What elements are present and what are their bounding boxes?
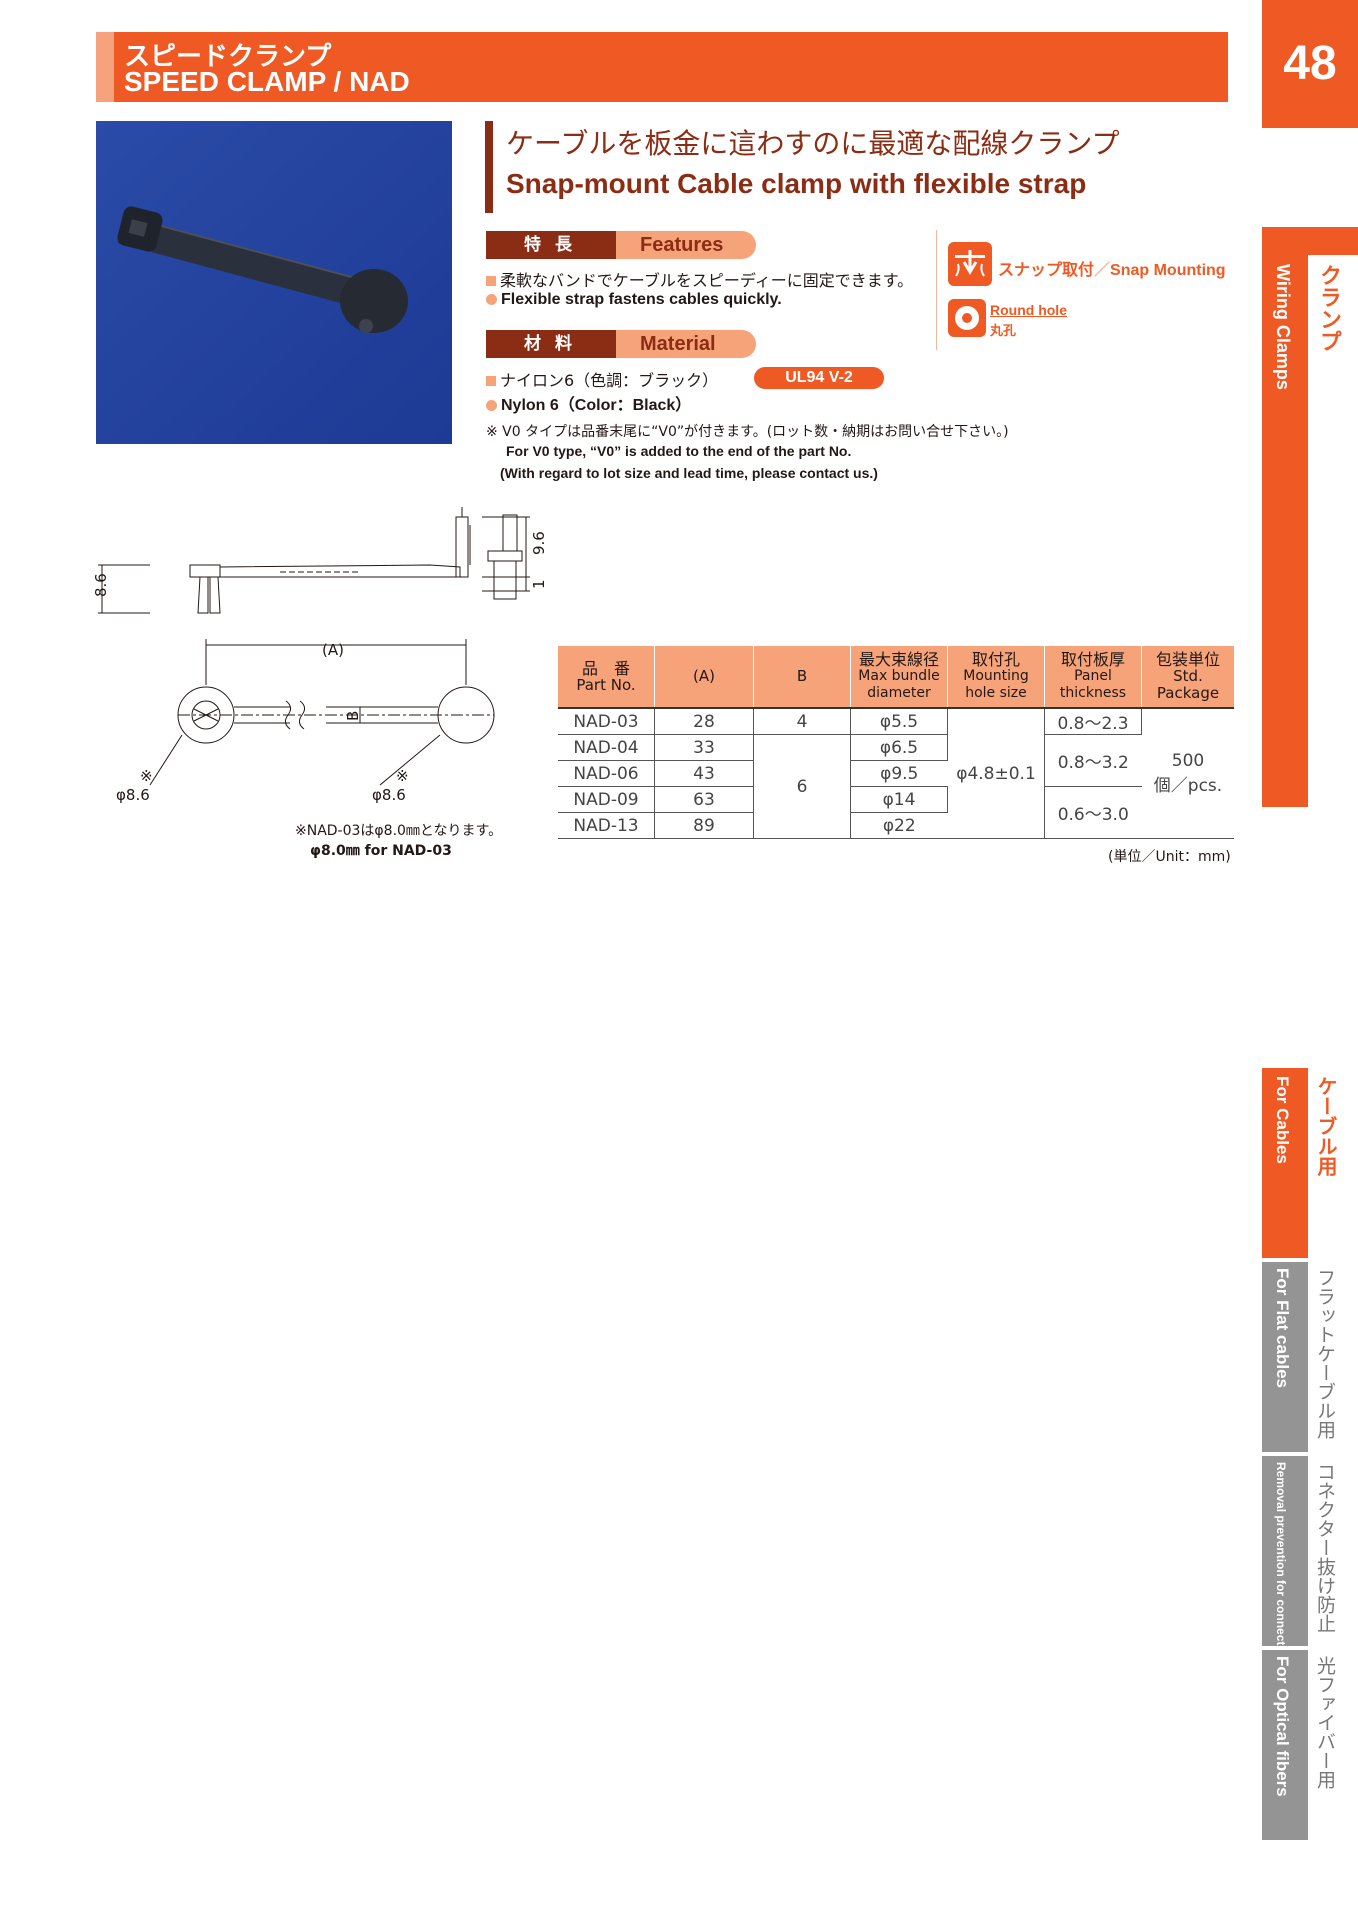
material-label-jp: 材料 [486, 330, 616, 358]
dim-a: (A) [322, 641, 344, 659]
features-label-jp: 特長 [486, 231, 616, 259]
sidebar-flat-en: For Flat cables [1273, 1268, 1292, 1388]
icon-divider [936, 230, 937, 350]
header-band [96, 32, 1228, 102]
sidebar-flat-jp: フラットケーブル用 [1314, 1268, 1336, 1439]
v0-note-en-contact: (With regard to lot size and lead time, … [500, 465, 878, 481]
product-photo [96, 121, 452, 444]
dimension-drawing: 8.6 9.6 1 (A) B ※ φ8.6 ※ φ8.6 [92, 507, 548, 804]
heading-accent-bar [485, 121, 493, 213]
sidebar-clamps-en: Wiring Clamps [1273, 264, 1293, 390]
phi-right: φ8.6 [372, 786, 406, 804]
circle-bullet-icon [486, 294, 497, 305]
table-row: NAD-09 63 φ14 0.6〜3.0 [558, 786, 1234, 839]
features-label-en: Features [616, 231, 756, 259]
drawing-note-jp: ※NAD-03はφ8.0㎜となります。 [295, 823, 503, 839]
col-a: (A) [654, 646, 754, 708]
square-bullet-icon [486, 376, 496, 386]
phi-right-mark: ※ [396, 767, 409, 785]
v0-note-en: For V0 type, “V0” is added to the end of… [506, 443, 852, 459]
sidebar-cables-en: For Cables [1273, 1076, 1292, 1164]
table-row: NAD-04 33 6 φ6.5 0.8〜3.2 [558, 734, 1234, 839]
unit-note: (単位／Unit：mm) [1108, 849, 1231, 865]
round-hole-icon [948, 299, 986, 337]
col-b: B [753, 646, 851, 708]
heading-jp: ケーブルを板金に這わすのに最適な配線クランプ [506, 127, 1120, 160]
round-hole-label-en: Round hole [990, 302, 1067, 318]
table-row: NAD-06 43 φ9.5 [558, 760, 1234, 787]
v0-note-jp: ※ V0 タイプは品番末尾に“V0”が付きます。(ロット数・納期はお問い合せ下さ… [486, 424, 1009, 440]
dim-9-6: 9.6 [530, 531, 548, 555]
circle-bullet-icon [486, 400, 497, 411]
sidebar-optical-jp: 光ファイバー用 [1314, 1656, 1336, 1789]
features-text-en: Flexible strap fastens cables quickly. [486, 291, 782, 309]
heading-en: Snap-mount Cable clamp with flexible str… [506, 168, 1087, 199]
page-number: 48 [1283, 37, 1337, 90]
material-label-en: Material [616, 330, 756, 358]
dim-b: B [344, 711, 362, 721]
mounting-hole-value: φ4.8±0.1 [947, 707, 1045, 839]
phi-left: φ8.6 [116, 786, 150, 804]
header-accent [96, 32, 114, 102]
product-title-jp: スピードクランプ [124, 42, 332, 72]
material-text-en: Nylon 6（Color：Black） [486, 391, 691, 415]
dim-8-6-side: 8.6 [92, 573, 110, 597]
product-title-en: SPEED CLAMP / NAD [124, 66, 410, 97]
phi-left-mark: ※ [140, 767, 153, 785]
square-bullet-icon [486, 276, 496, 286]
snap-mount-icon [948, 242, 992, 286]
sidebar-cables-jp: ケーブル用 [1314, 1076, 1338, 1176]
material-text-jp: ナイロン6（色調：ブラック） [486, 367, 718, 391]
snap-mount-label: スナップ取付／Snap Mounting [998, 260, 1226, 279]
sidebar-connector-jp: コネクター抜け防止 [1314, 1462, 1336, 1633]
flammability-badge: UL94 V-2 [754, 367, 884, 389]
sidebar-connector-en: Removal prevention for connectors [1274, 1462, 1288, 1665]
table-row: NAD-13 89 φ22 [558, 812, 1234, 839]
round-hole-label-jp: 丸孔 [990, 324, 1017, 339]
page-number-tab [1262, 0, 1358, 128]
features-text-jp: 柔軟なバンドでケーブルをスピーディーに固定できます。 [486, 267, 913, 291]
drawing-note-en: φ8.0㎜ for NAD-03 [310, 843, 452, 859]
dim-1: 1 [530, 579, 548, 589]
sidebar-clamps-jp: クランプ [1316, 264, 1341, 352]
sidebar-optical-en: For Optical fibers [1273, 1656, 1292, 1797]
